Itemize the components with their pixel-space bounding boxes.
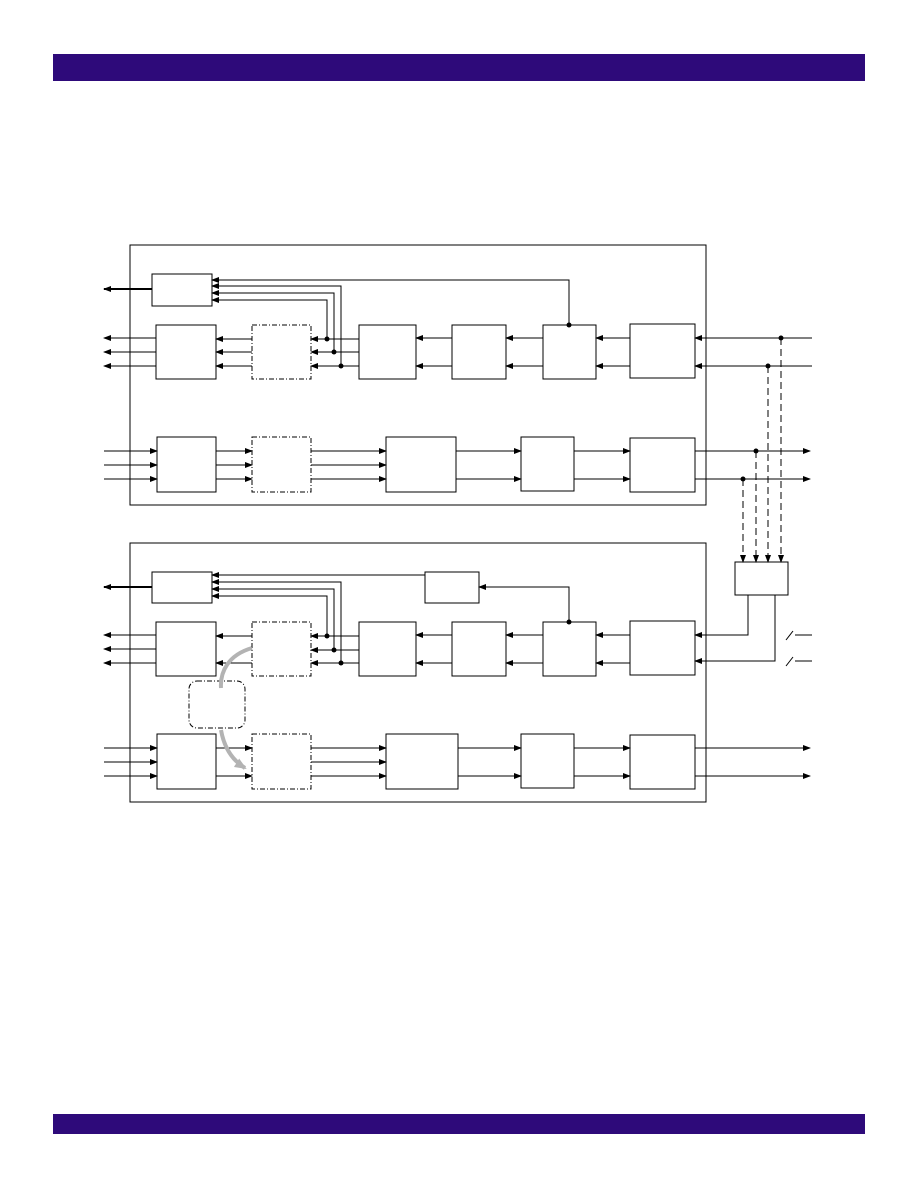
upper-tx-block-3 — [385, 436, 457, 493]
upper-tx-in-block — [156, 436, 217, 493]
lower-tx-block-3 — [385, 733, 459, 790]
lower-status-block — [151, 571, 213, 604]
upper-status-block — [151, 273, 213, 307]
upper-tx-out-block — [629, 437, 696, 493]
lower-tx-dashed-block — [251, 733, 312, 790]
lower-tx-in-block — [156, 733, 217, 790]
lower-rx-block-4 — [451, 621, 507, 677]
footer-band — [53, 1114, 865, 1134]
header-band — [53, 54, 865, 81]
external-tap-block — [734, 561, 789, 596]
upper-tx-block-4 — [520, 436, 575, 492]
lower-rx-out-block — [155, 621, 217, 677]
lower-tx-block-4 — [520, 733, 575, 789]
lower-aux-block — [424, 571, 480, 604]
loopback-arrow — [218, 646, 252, 768]
lower-frame — [129, 542, 707, 803]
upper-frame — [129, 244, 707, 506]
upper-rx-block-5 — [542, 324, 597, 380]
lower-rx-block-5 — [542, 621, 597, 677]
upper-tx-dashed-block — [251, 436, 312, 493]
upper-rx-in-block — [629, 323, 696, 379]
upper-rx-dashed-block — [251, 324, 312, 380]
lower-rx-in-block — [629, 620, 696, 676]
upper-rx-block-3 — [358, 324, 417, 380]
upper-rx-block-4 — [451, 324, 507, 380]
lower-rx-block-3 — [358, 621, 417, 677]
lower-rx-dashed-block — [251, 621, 312, 677]
upper-rx-out-block — [155, 324, 217, 380]
lower-tx-out-block — [629, 734, 696, 790]
loopback-block — [188, 680, 246, 729]
